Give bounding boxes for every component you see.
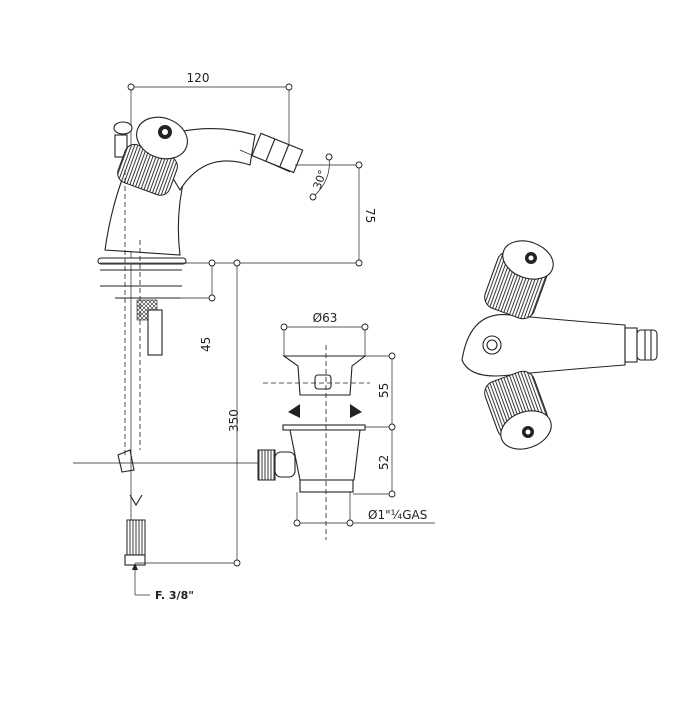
- supply-connection-callout: F. 3/8": [132, 563, 194, 602]
- faucet-top-view: [461, 240, 658, 450]
- dimension-label-52: 52: [377, 455, 391, 470]
- pop-up-waste: Ø63 55 52 Ø1"¼GAS: [257, 311, 435, 540]
- dimension-75: 75: [100, 161, 377, 267]
- dimension-label-thread: Ø1"¼GAS: [368, 508, 427, 522]
- dimension-label-75: 75: [363, 208, 377, 223]
- dimension-label-30: 30°: [311, 168, 330, 191]
- dimension-350: 350: [135, 259, 241, 567]
- supply-connection-label: F. 3/8": [155, 589, 194, 602]
- dimension-30-degrees: 30°: [309, 153, 333, 201]
- lever-knob: [114, 134, 128, 158]
- dimension-label-diameter-63: Ø63: [313, 311, 338, 325]
- dimension-45: 45: [175, 259, 216, 352]
- faucet-side-view: [73, 116, 304, 566]
- dimension-label-45: 45: [199, 337, 213, 352]
- dimension-label-350: 350: [227, 409, 241, 432]
- dimension-label-120: 120: [187, 71, 210, 85]
- dimension-label-55: 55: [377, 383, 391, 398]
